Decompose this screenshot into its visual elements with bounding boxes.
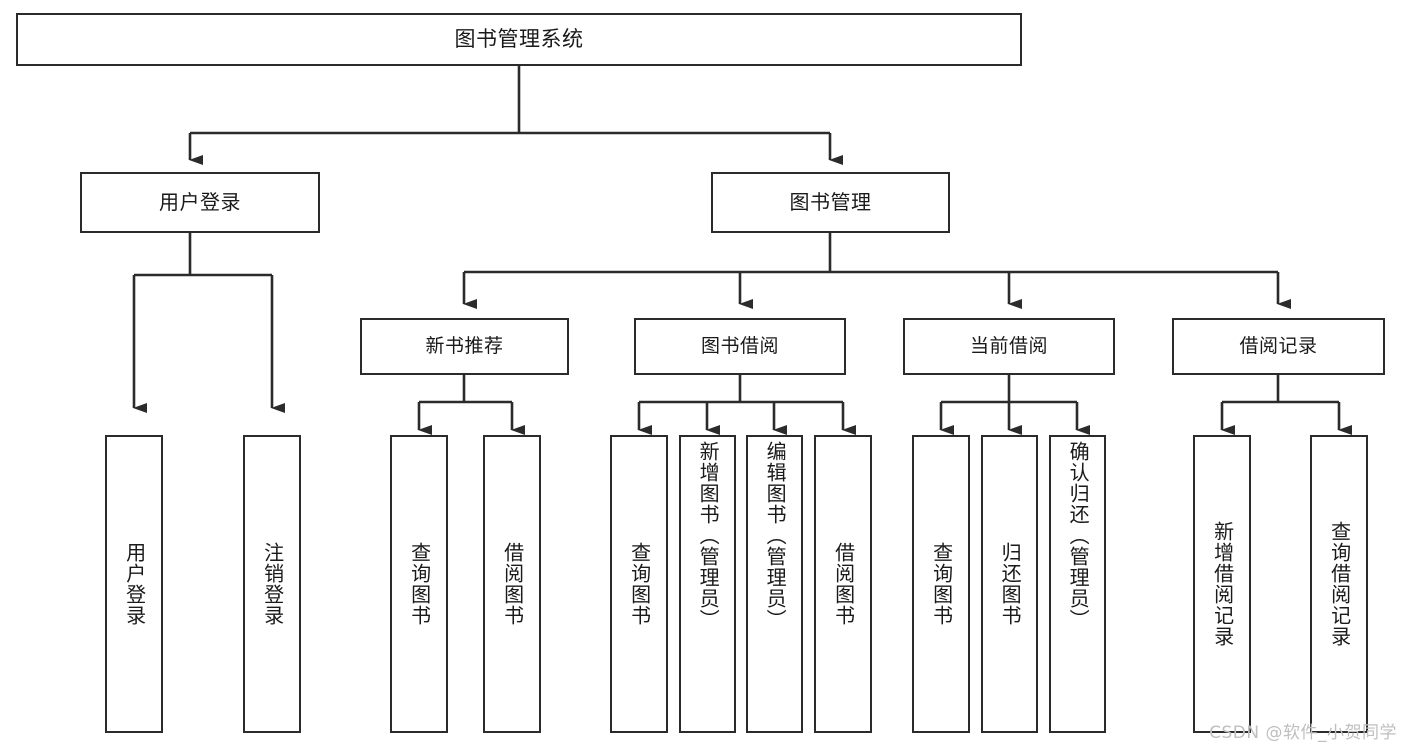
leaf-add-record-label: 新增借阅记录 bbox=[1210, 521, 1235, 647]
leaf-confirm-return-label: 确认归还（管理员） bbox=[1066, 441, 1091, 630]
csdn-watermark: CSDN @软件_小贺同学 bbox=[1209, 723, 1397, 743]
leaf-logout-login-label: 注销登录 bbox=[260, 542, 285, 626]
leaf-query-book-2[interactable]: 查询图书 bbox=[610, 435, 668, 733]
node-new-book-rec[interactable]: 新书推荐 bbox=[360, 318, 569, 375]
leaf-borrow-book-2-label: 借阅图书 bbox=[831, 542, 856, 626]
leaf-query-record[interactable]: 查询借阅记录 bbox=[1310, 435, 1368, 733]
leaf-add-book-label: 新增图书（管理员） bbox=[696, 441, 721, 630]
leaf-query-book-3[interactable]: 查询图书 bbox=[912, 435, 970, 733]
node-new-book-rec-label: 新书推荐 bbox=[425, 334, 504, 357]
node-borrow-record-label: 借阅记录 bbox=[1239, 334, 1318, 357]
leaf-logout-login[interactable]: 注销登录 bbox=[243, 435, 301, 733]
node-root[interactable]: 图书管理系统 bbox=[16, 13, 1022, 66]
node-book-manage[interactable]: 图书管理 bbox=[711, 172, 950, 233]
node-root-label: 图书管理系统 bbox=[454, 26, 584, 51]
node-current-borrow-label: 当前借阅 bbox=[969, 334, 1048, 357]
leaf-borrow-book-1[interactable]: 借阅图书 bbox=[483, 435, 541, 733]
leaf-query-book-1-label: 查询图书 bbox=[407, 542, 432, 626]
node-book-manage-label: 图书管理 bbox=[789, 190, 872, 215]
leaf-edit-book-label: 编辑图书（管理员） bbox=[763, 441, 788, 630]
leaf-edit-book[interactable]: 编辑图书（管理员） bbox=[746, 435, 803, 733]
leaf-confirm-return[interactable]: 确认归还（管理员） bbox=[1049, 435, 1106, 733]
leaf-query-book-1[interactable]: 查询图书 bbox=[390, 435, 448, 733]
node-current-borrow[interactable]: 当前借阅 bbox=[903, 318, 1115, 375]
leaf-borrow-book-2[interactable]: 借阅图书 bbox=[814, 435, 872, 733]
leaf-user-login[interactable]: 用户登录 bbox=[105, 435, 163, 733]
node-book-borrow-label: 图书借阅 bbox=[700, 334, 779, 357]
leaf-return-book-label: 归还图书 bbox=[998, 542, 1023, 626]
leaf-add-record[interactable]: 新增借阅记录 bbox=[1193, 435, 1251, 733]
node-book-borrow[interactable]: 图书借阅 bbox=[634, 318, 846, 375]
leaf-return-book[interactable]: 归还图书 bbox=[981, 435, 1038, 733]
node-borrow-record[interactable]: 借阅记录 bbox=[1172, 318, 1385, 375]
leaf-query-book-2-label: 查询图书 bbox=[627, 542, 652, 626]
leaf-query-book-3-label: 查询图书 bbox=[929, 542, 954, 626]
leaf-query-record-label: 查询借阅记录 bbox=[1327, 521, 1352, 647]
leaf-user-login-label: 用户登录 bbox=[122, 542, 147, 626]
node-user-login-label: 用户登录 bbox=[159, 190, 241, 215]
leaf-add-book[interactable]: 新增图书（管理员） bbox=[679, 435, 736, 733]
node-user-login[interactable]: 用户登录 bbox=[80, 172, 320, 233]
leaf-borrow-book-1-label: 借阅图书 bbox=[500, 542, 525, 626]
